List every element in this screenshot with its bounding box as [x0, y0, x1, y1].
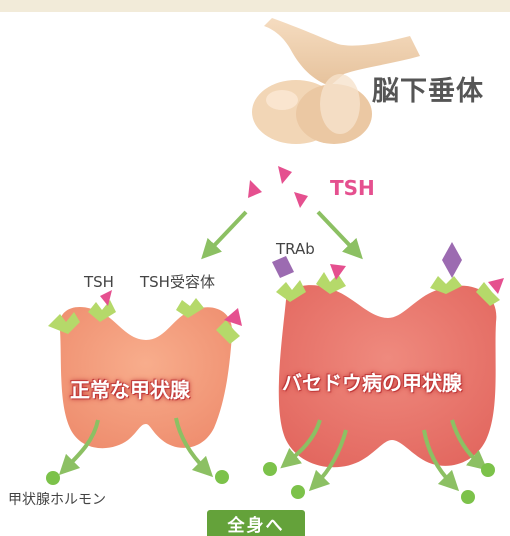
- pituitary-label: 脳下垂体: [372, 78, 484, 105]
- whole-body-label: 全身へ: [207, 510, 305, 536]
- arrow-to-normal: [208, 212, 246, 252]
- tsh-small-label: TSH: [84, 275, 114, 290]
- trab-label: TRAb: [276, 242, 315, 257]
- thyroid-hormone-label: 甲状腺ホルモン: [8, 493, 106, 507]
- tsh-label: TSH: [330, 178, 375, 198]
- arrow-to-basedow: [318, 212, 356, 252]
- tsh-molecules: [248, 166, 308, 208]
- normal-thyroid-label: 正常な甲状腺: [70, 380, 190, 400]
- tsh-receptor-label: TSH受容体: [140, 275, 215, 290]
- basedow-thyroid-label: バセドウ病の甲状腺: [282, 373, 462, 393]
